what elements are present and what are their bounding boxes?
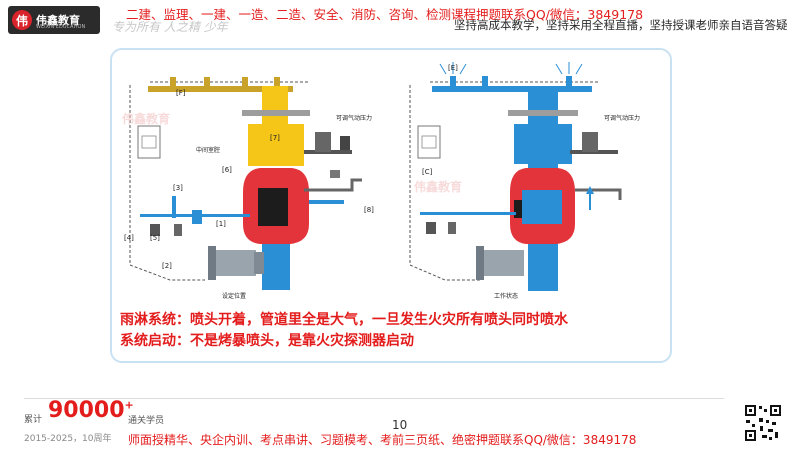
brand-logo: 伟 伟鑫教育 WEIXIN EDUCATION bbox=[8, 6, 100, 34]
footer-promo-text: 师面授精华、央企内训、考点串讲、习题模考、考前三页纸、绝密押题联系QQ/微信：3… bbox=[128, 433, 637, 447]
header-promo-text: 二建、监理、一建、一造、二造、安全、消防、咨询、检测课程押题联系QQ/微信：38… bbox=[126, 7, 644, 22]
stat-prefix: 累计 bbox=[24, 415, 43, 425]
logo-text: 伟鑫教育 bbox=[36, 14, 80, 27]
anniversary-years: 2015-2025，10周年 bbox=[24, 434, 112, 444]
deluge-valve-diagram: [F] [7] [6] [3] [4] [5] [1] [2] [8] 中间室腔… bbox=[124, 62, 640, 300]
label-2: [2] bbox=[162, 262, 172, 270]
stat-suffix: 通关学员 bbox=[128, 416, 165, 426]
footer-divider bbox=[24, 398, 724, 399]
qr-code-icon bbox=[744, 404, 782, 442]
stat-plus: + bbox=[124, 398, 134, 412]
caption-set-position: 设定位置 bbox=[222, 292, 246, 300]
label-5: [5] bbox=[150, 234, 160, 242]
caption-working-state: 工作状态 bbox=[494, 292, 518, 300]
left-valve-diagram: [F] [7] [6] [3] [4] [5] [1] [2] [8] 中间室腔… bbox=[124, 77, 374, 300]
description-line-1: 雨淋系统：喷头开着，管道里全是大气，一旦发生火灾所有喷头同时喷水 bbox=[120, 312, 568, 328]
right-valve-diagram: [E] [C] 可调气动压力 工作状态 bbox=[409, 62, 640, 300]
label-c: [C] bbox=[422, 168, 433, 176]
page-number: 10 bbox=[392, 418, 408, 432]
label-4: [4] bbox=[124, 234, 134, 242]
watermark-b: 伟鑫教育 bbox=[414, 180, 463, 194]
watermark-a: 伟鑫教育 bbox=[122, 112, 171, 126]
label-middle-chamber: 中间室腔 bbox=[196, 146, 220, 154]
handwritten-signature: 专为所有 人之精 少年 bbox=[112, 20, 228, 34]
label-8: [8] bbox=[364, 206, 374, 214]
label-f: [F] bbox=[176, 89, 186, 97]
header-slogan: 坚持高成本教学，坚持采用全程直播，坚持授课老师亲自语音答疑 bbox=[454, 18, 788, 32]
stat-number-value: 90000 bbox=[48, 398, 125, 423]
label-adjustable-pressure-right: 可调气动压力 bbox=[604, 114, 640, 122]
label-3: [3] bbox=[173, 184, 183, 192]
label-6: [6] bbox=[222, 166, 232, 174]
label-1: [1] bbox=[216, 220, 226, 228]
label-adjustable-pressure: 可调气动压力 bbox=[336, 114, 372, 122]
stat-number: 90000+ bbox=[48, 398, 134, 423]
content-frame bbox=[110, 48, 672, 363]
description-line-2: 系统启动：不是烤暴喷头，是靠火灾探测器启动 bbox=[120, 333, 414, 349]
label-e: [E] bbox=[448, 64, 458, 72]
label-7: [7] bbox=[270, 134, 280, 142]
logo-subtitle: WEIXIN EDUCATION bbox=[36, 24, 86, 30]
logo-mark-icon: 伟 bbox=[12, 10, 32, 30]
